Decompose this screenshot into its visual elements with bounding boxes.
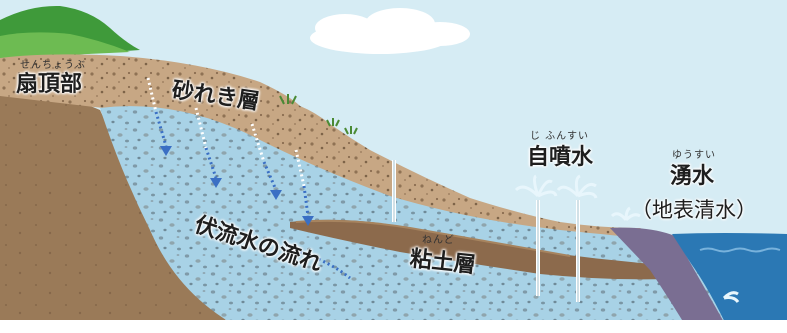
flow-arrows — [154, 111, 351, 280]
bottom-border — [0, 320, 787, 333]
sea — [672, 233, 787, 333]
sea-wave — [699, 247, 781, 253]
infiltration-arrows — [146, 77, 306, 187]
artesian-fountains — [514, 174, 598, 199]
grass-tufts — [279, 94, 358, 135]
fan-top-ruby: せんちょうぶ — [20, 60, 86, 71]
spring-label: 湧水 — [670, 164, 715, 189]
gravel-layer-surface — [0, 54, 660, 257]
artesian-ruby: じ ふんすい — [530, 131, 589, 142]
shore-rock — [610, 227, 730, 333]
clay-highlight — [295, 219, 571, 257]
clay-layer-label: 粘土層 — [408, 246, 477, 279]
artesian-label: 自噴水 — [527, 145, 594, 170]
well-cores — [393, 160, 579, 302]
hill-shade — [0, 32, 130, 58]
spring-ruby: ゆうすい — [672, 150, 716, 161]
shore-spring — [722, 291, 740, 303]
spring-water — [610, 206, 641, 222]
spring-alt-label: （地表清水） — [631, 198, 757, 222]
cloud — [310, 8, 470, 54]
clay-layer — [290, 219, 690, 280]
fan-top-label: 扇頂部 — [16, 72, 83, 97]
clay-ruby: ねんど — [422, 235, 455, 246]
arrow-heads — [160, 146, 314, 226]
